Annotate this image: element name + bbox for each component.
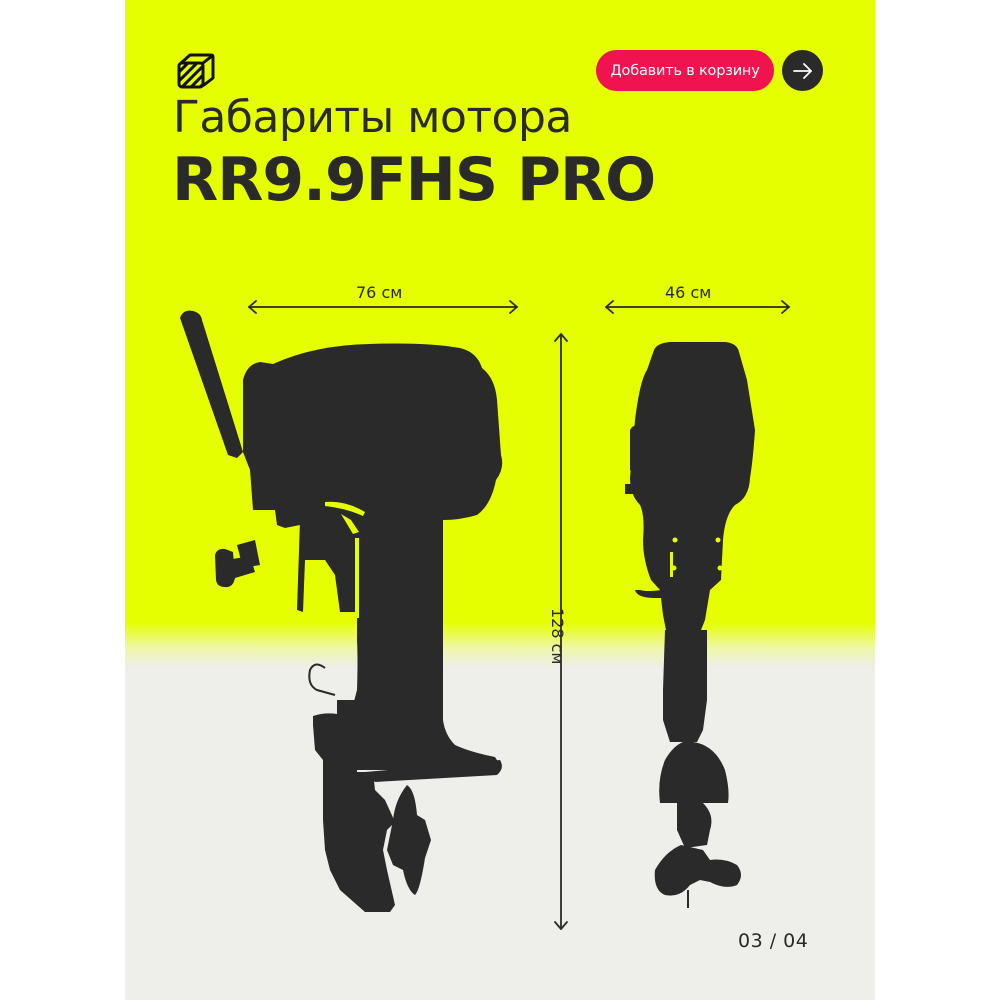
side-silhouette-gaps <box>325 501 365 618</box>
arrow-right-icon <box>792 62 812 79</box>
page-counter: 03 / 04 <box>738 930 809 952</box>
dimension-diagram <box>180 300 790 930</box>
add-to-cart-button[interactable]: Добавить в корзину <box>596 50 774 91</box>
outboard-motor-front-silhouette <box>625 342 755 908</box>
front-width-label: 46 см <box>665 283 712 302</box>
next-slide-button[interactable] <box>782 50 823 91</box>
page-title: Габариты мотора <box>173 92 572 143</box>
front-width-arrow <box>605 300 790 314</box>
product-slide: Добавить в корзину Габариты мотора RR9.9… <box>125 0 875 1000</box>
model-name: RR9.9FHS PRO <box>172 145 656 215</box>
front-silhouette-gaps <box>670 537 723 577</box>
side-width-arrow <box>248 300 518 314</box>
height-arrow <box>554 333 568 930</box>
outboard-motor-side-silhouette <box>180 310 503 912</box>
cable-loop <box>308 663 336 696</box>
side-width-label: 76 см <box>356 283 403 302</box>
add-to-cart-label: Добавить в корзину <box>610 62 760 79</box>
striped-cube-icon <box>177 53 215 89</box>
